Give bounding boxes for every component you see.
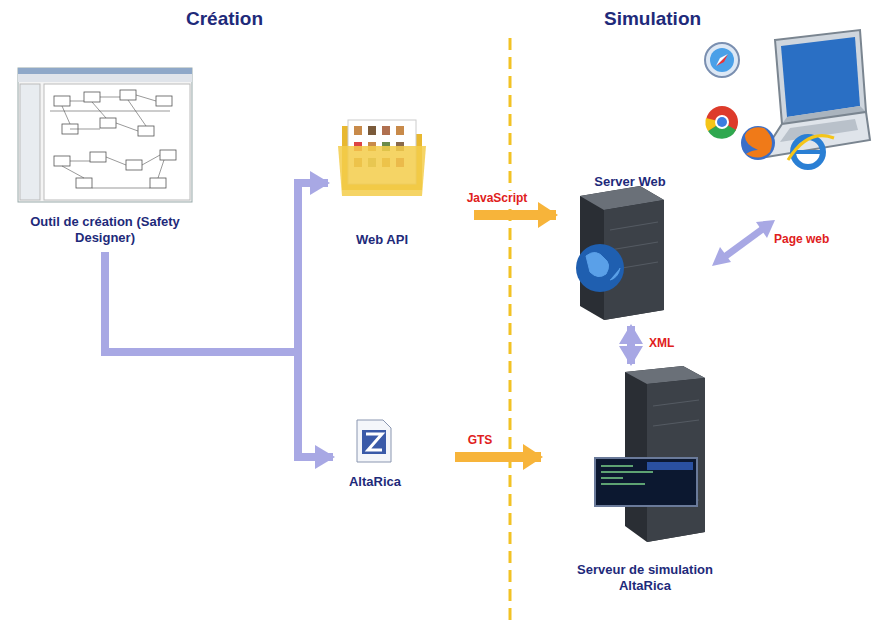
node-label: Outil de création (Safety Designer) — [30, 214, 180, 246]
connector-arrow — [627, 326, 635, 364]
node-label: AltaRica — [335, 474, 415, 490]
edge-label: GTS — [466, 433, 495, 447]
node-label: Server Web — [562, 174, 698, 190]
connector-arrow — [105, 183, 328, 352]
icon-node: AltaRica — [335, 418, 415, 496]
double-arrow — [712, 220, 775, 266]
icon-node: Serveur de simulation AltaRica — [545, 366, 745, 606]
edge-label: XML — [647, 336, 676, 350]
divider-line — [509, 38, 512, 621]
connector-arrow — [455, 452, 541, 462]
icon-illustration — [330, 112, 434, 202]
section-heading: Simulation — [604, 8, 701, 30]
icon-illustration — [335, 418, 415, 466]
arrow-label: Page web — [772, 232, 831, 246]
icon-node: Web API — [330, 112, 434, 254]
icon-illustration — [10, 66, 200, 206]
section-heading: Création — [186, 8, 263, 30]
icon-illustration — [563, 366, 763, 546]
browser-icons — [705, 43, 834, 167]
icon-node: Server Web — [560, 170, 700, 322]
node-label: Web API — [332, 232, 432, 248]
connector-arrow — [105, 252, 333, 457]
node-label: Serveur de simulation AltaRica — [557, 562, 733, 594]
connector-arrow — [474, 210, 556, 220]
icon-node: Outil de création (Safety Designer) — [10, 66, 200, 250]
edge-label: JavaScript — [465, 191, 530, 205]
